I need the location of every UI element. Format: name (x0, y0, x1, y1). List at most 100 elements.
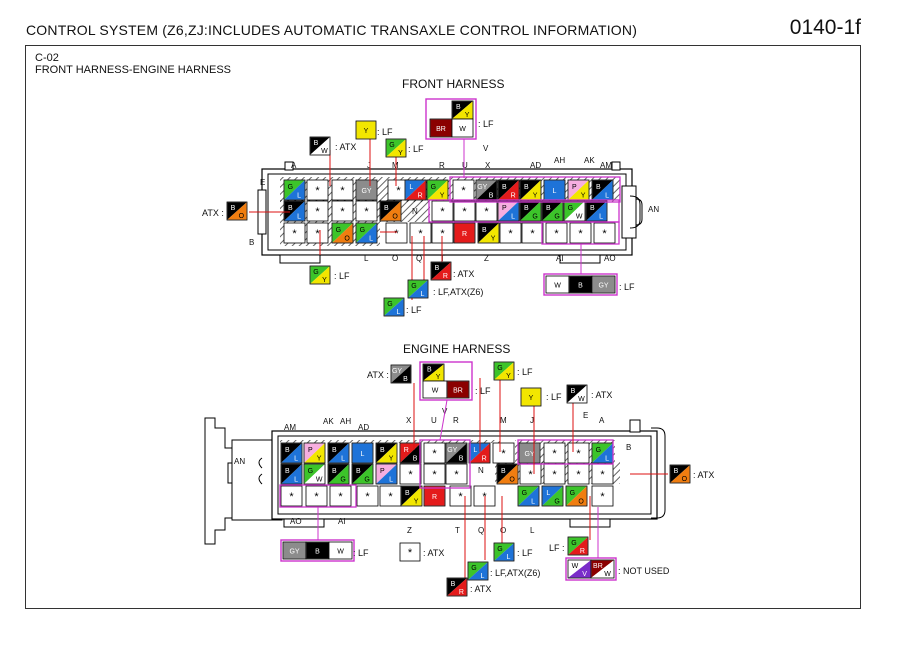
svg-text:L: L (294, 477, 298, 484)
svg-text:B: B (285, 468, 290, 475)
svg-text:*: * (289, 491, 294, 503)
svg-text:G: G (471, 565, 476, 572)
svg-text:GY: GY (392, 368, 402, 375)
svg-text:O: O (682, 476, 688, 483)
svg-text:Y: Y (414, 499, 419, 506)
front-terminal: BY (477, 222, 500, 244)
svg-text:B: B (524, 184, 529, 191)
page-code: 0140-1f (789, 16, 861, 39)
svg-text:B: B (626, 443, 631, 452)
front-terminal: BL (585, 200, 608, 222)
engine-callout-gl-lfatx-label: : LF,ATX(Z6) (490, 568, 541, 578)
svg-text:*: * (600, 469, 605, 481)
engine-terminal: BL (280, 442, 303, 464)
engine-terminal: GL (517, 485, 540, 507)
engine-callout-gl2: GL (467, 561, 489, 581)
engine-terminal: BL (327, 442, 350, 464)
svg-text:G: G (532, 214, 537, 221)
engine-callout-y-lf-label: : LF (546, 392, 562, 402)
svg-text:L: L (506, 554, 510, 561)
svg-text:B: B (427, 367, 432, 374)
svg-text:B: B (231, 205, 236, 212)
callout-gl-lf-swatch: GL (383, 297, 405, 317)
front-terminal: GY (355, 179, 378, 201)
svg-text:*: * (418, 228, 423, 240)
svg-text:*: * (554, 228, 559, 240)
svg-text:*: * (501, 448, 506, 460)
svg-text:Y: Y (529, 395, 534, 402)
svg-text:B: B (596, 184, 601, 191)
engine-terminal: * (492, 442, 515, 464)
svg-text:*: * (600, 491, 605, 503)
svg-text:B: B (459, 456, 464, 463)
svg-text:T: T (455, 526, 460, 535)
front-terminal: * (569, 222, 592, 244)
engine-callout-swatch: BY (422, 363, 445, 382)
engine-terminal: * (567, 442, 590, 464)
svg-text:*: * (396, 185, 401, 197)
callout-swatch: BY (451, 100, 474, 120)
front-terminal: * (306, 179, 329, 201)
svg-text:B: B (590, 205, 595, 212)
page-title: CONTROL SYSTEM (Z6,ZJ:INCLUDES AUTOMATIC… (26, 22, 638, 38)
callout-y-lf-label: : LF (377, 127, 393, 137)
callout-gl-lfatx: GL (407, 279, 429, 299)
engine-callout-swatch: W (422, 380, 448, 399)
svg-text:L: L (389, 477, 393, 484)
engine-terminal: BL (280, 463, 303, 485)
engine-terminal: GYB (445, 442, 468, 464)
front-terminal: BL (283, 200, 306, 222)
svg-text:G: G (497, 546, 502, 553)
svg-text:AH: AH (340, 417, 351, 426)
front-terminal: BG (519, 200, 542, 222)
front-terminal: * (545, 222, 568, 244)
callout-y-lf-swatch: Y (355, 120, 377, 140)
engine-terminal: * (399, 463, 422, 485)
svg-text:GY: GY (477, 184, 487, 191)
svg-text:L: L (341, 456, 345, 463)
svg-text:R: R (453, 416, 459, 425)
svg-text:P: P (572, 184, 577, 191)
svg-text:G: G (340, 477, 345, 484)
callout-br-atx-label: : ATX (453, 269, 475, 279)
svg-text:L: L (511, 214, 515, 221)
callout-br-atx-swatch: BR (430, 261, 452, 281)
front-terminal: BG (541, 200, 564, 222)
front-terminal: * (499, 222, 522, 244)
svg-text:B: B (578, 283, 583, 290)
callout-gy-lf: GY (385, 138, 407, 158)
svg-text:J: J (367, 161, 371, 170)
engine-terminal: BG (327, 463, 350, 485)
callout-gy-bottom: GY (309, 265, 331, 285)
svg-text:*: * (365, 491, 370, 503)
engine-callout-br-swatch: BR (446, 577, 468, 597)
svg-text:W: W (432, 388, 439, 395)
engine-terminal: * (329, 485, 352, 507)
svg-text:B: B (285, 447, 290, 454)
engine-callout-gyb: GYB (390, 364, 412, 384)
svg-text:O: O (509, 477, 515, 484)
engine-callout-bo: BO (669, 464, 691, 484)
callout-bo-atx-swatch: BO (226, 201, 248, 221)
svg-text:N: N (412, 207, 418, 216)
svg-text:*: * (461, 185, 466, 197)
engine-terminal: * (379, 485, 402, 507)
engine-terminal: BY (400, 485, 423, 507)
engine-callout-swatch: WV (567, 559, 592, 579)
svg-text:G: G (288, 184, 293, 191)
engine-callout-byw-lf-label: : LF (475, 386, 491, 396)
svg-text:L: L (480, 573, 484, 580)
callout-by-lf-label: : LF (478, 119, 494, 129)
engine-terminal: BO (496, 463, 519, 485)
engine-callout-bo-swatch: BO (669, 464, 691, 484)
svg-text:*: * (364, 206, 369, 218)
front-terminal: * (521, 222, 544, 244)
svg-text:G: G (336, 227, 341, 234)
callout-atx-left-label: ATX : (202, 208, 224, 218)
svg-text:AH: AH (554, 156, 565, 165)
engine-terminal: * (519, 463, 542, 485)
svg-text:L: L (396, 309, 400, 316)
svg-text:Y: Y (398, 150, 403, 157)
svg-text:GY: GY (598, 283, 608, 290)
